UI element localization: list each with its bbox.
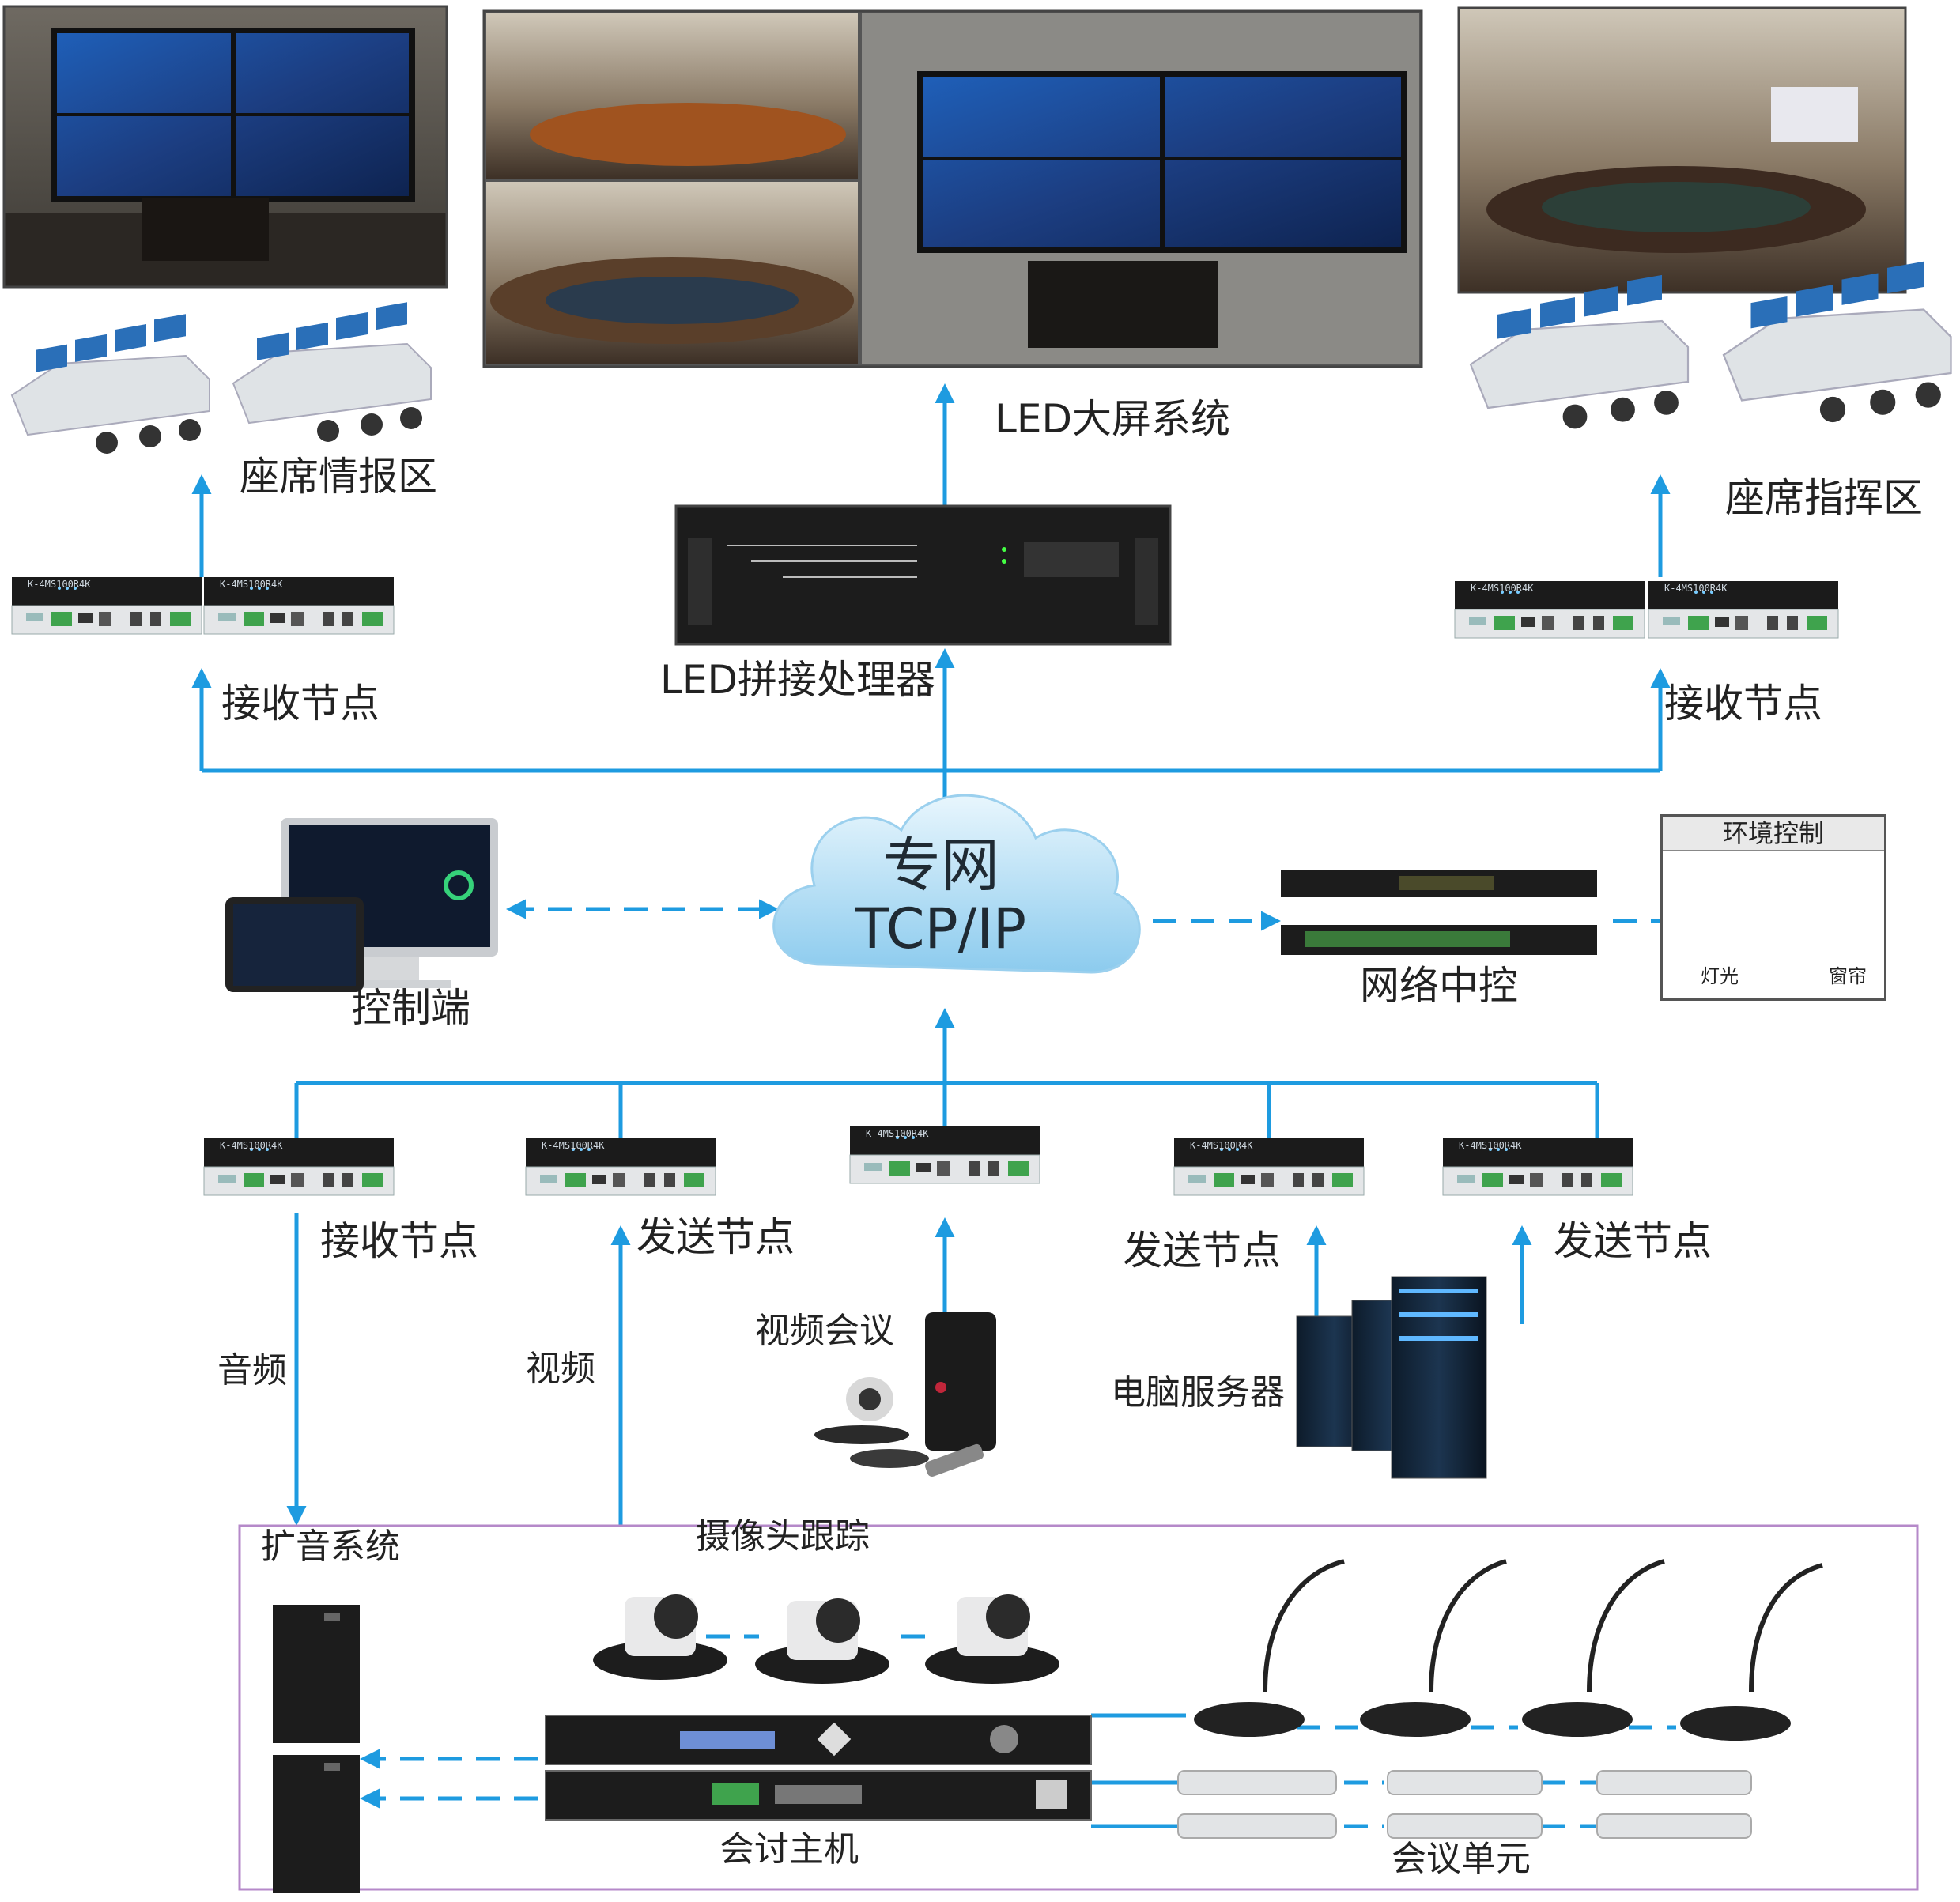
speaker-icon-top (273, 1605, 360, 1743)
env-control-title: 环境控制 (1663, 817, 1884, 851)
node-model-tag: K-4MS100R4K (1471, 583, 1534, 594)
ptz-camera-icon-2 (755, 1598, 889, 1684)
led-screen-system-label: LED大屏系统 (995, 396, 1230, 442)
console-icon-right-a (1469, 274, 1690, 430)
conference-photo-collage (482, 9, 1423, 368)
node-model-tag: K-4MS100R4K (1664, 583, 1728, 594)
network-label-line1: 专网 (882, 832, 999, 900)
send-node-label-1: 发送节点 (636, 1214, 795, 1260)
gooseneck-microphone-icon-1 (1194, 1559, 1345, 1737)
node-model-tag: K-4MS100R4K (1190, 1140, 1253, 1151)
conference-unit-label: 会议单元 (1392, 1839, 1531, 1879)
seat-command-zone-label: 座席指挥区 (1725, 475, 1923, 521)
delegate-unit-icon-row (1177, 1770, 1752, 1839)
pa-system-label: 扩音系统 (261, 1527, 400, 1567)
send-node-label-2: 发送节点 (1123, 1228, 1281, 1274)
env-light-label: 灯光 (1701, 965, 1739, 987)
video-conference-codec-icon (814, 1312, 996, 1477)
ptz-camera-icon-3 (925, 1594, 1059, 1684)
connectors (191, 383, 1671, 1526)
host-to-units (1091, 1713, 1186, 1828)
console-icon-left-b (232, 301, 432, 443)
gooseneck-microphone-icon-4 (1680, 1563, 1823, 1741)
pc-server-label: 电脑服务器 (1111, 1372, 1285, 1413)
server-rack-icon (1296, 1276, 1487, 1479)
receive-node-label-1: 接收节点 (221, 681, 380, 726)
node-model-tag: K-4MS100R4K (220, 1140, 283, 1151)
camera-tracking-label: 摄像头跟踪 (696, 1516, 870, 1557)
send-node-label-3: 发送节点 (1554, 1218, 1712, 1264)
conference-photo-right (1457, 6, 1907, 294)
led-processor-rack (674, 504, 1172, 646)
network-cloud (772, 794, 1141, 974)
conference-host-icon (545, 1715, 1092, 1821)
monitor-tablet-icon (225, 818, 498, 992)
video-label: 视频 (526, 1349, 595, 1389)
seat-intel-zone-label: 座席情报区 (240, 454, 437, 500)
receive-node-label-2: 接收节点 (1664, 681, 1822, 726)
led-processor-label: LED拼接处理器 (660, 657, 935, 703)
dashed-links (360, 899, 1676, 1828)
conference-host-label: 会讨主机 (719, 1829, 859, 1870)
env-control-panel: 环境控制 灯光 窗帘 (1660, 814, 1886, 1001)
gooseneck-microphone-icon-2 (1360, 1559, 1507, 1737)
console-icon-left-a (11, 313, 210, 455)
node-model-tag: K-4MS100R4K (1459, 1140, 1522, 1151)
network-label-line2: TCP/IP (855, 896, 1027, 961)
central-control-racks (1281, 870, 1597, 955)
receive-node-label-3: 接收节点 (320, 1218, 478, 1264)
control-terminal-label: 控制端 (352, 985, 470, 1031)
led-wall-photo-left (2, 5, 448, 289)
speaker-icon-bottom (273, 1755, 360, 1893)
network-central-control-label: 网络中控 (1360, 963, 1518, 1009)
node-model-tag: K-4MS100R4K (28, 579, 91, 590)
gooseneck-microphone-icon-3 (1522, 1559, 1665, 1737)
env-curtain-label: 窗帘 (1829, 965, 1867, 987)
node-model-tag: K-4MS100R4K (542, 1140, 605, 1151)
conference-system-frame (238, 1524, 1919, 1891)
audio-label: 音频 (217, 1350, 287, 1391)
node-model-tag: K-4MS100R4K (866, 1128, 929, 1139)
ptz-camera-icon-1 (593, 1594, 727, 1680)
node-model-tag: K-4MS100R4K (220, 579, 283, 590)
video-conference-label: 视频会议 (755, 1311, 894, 1351)
